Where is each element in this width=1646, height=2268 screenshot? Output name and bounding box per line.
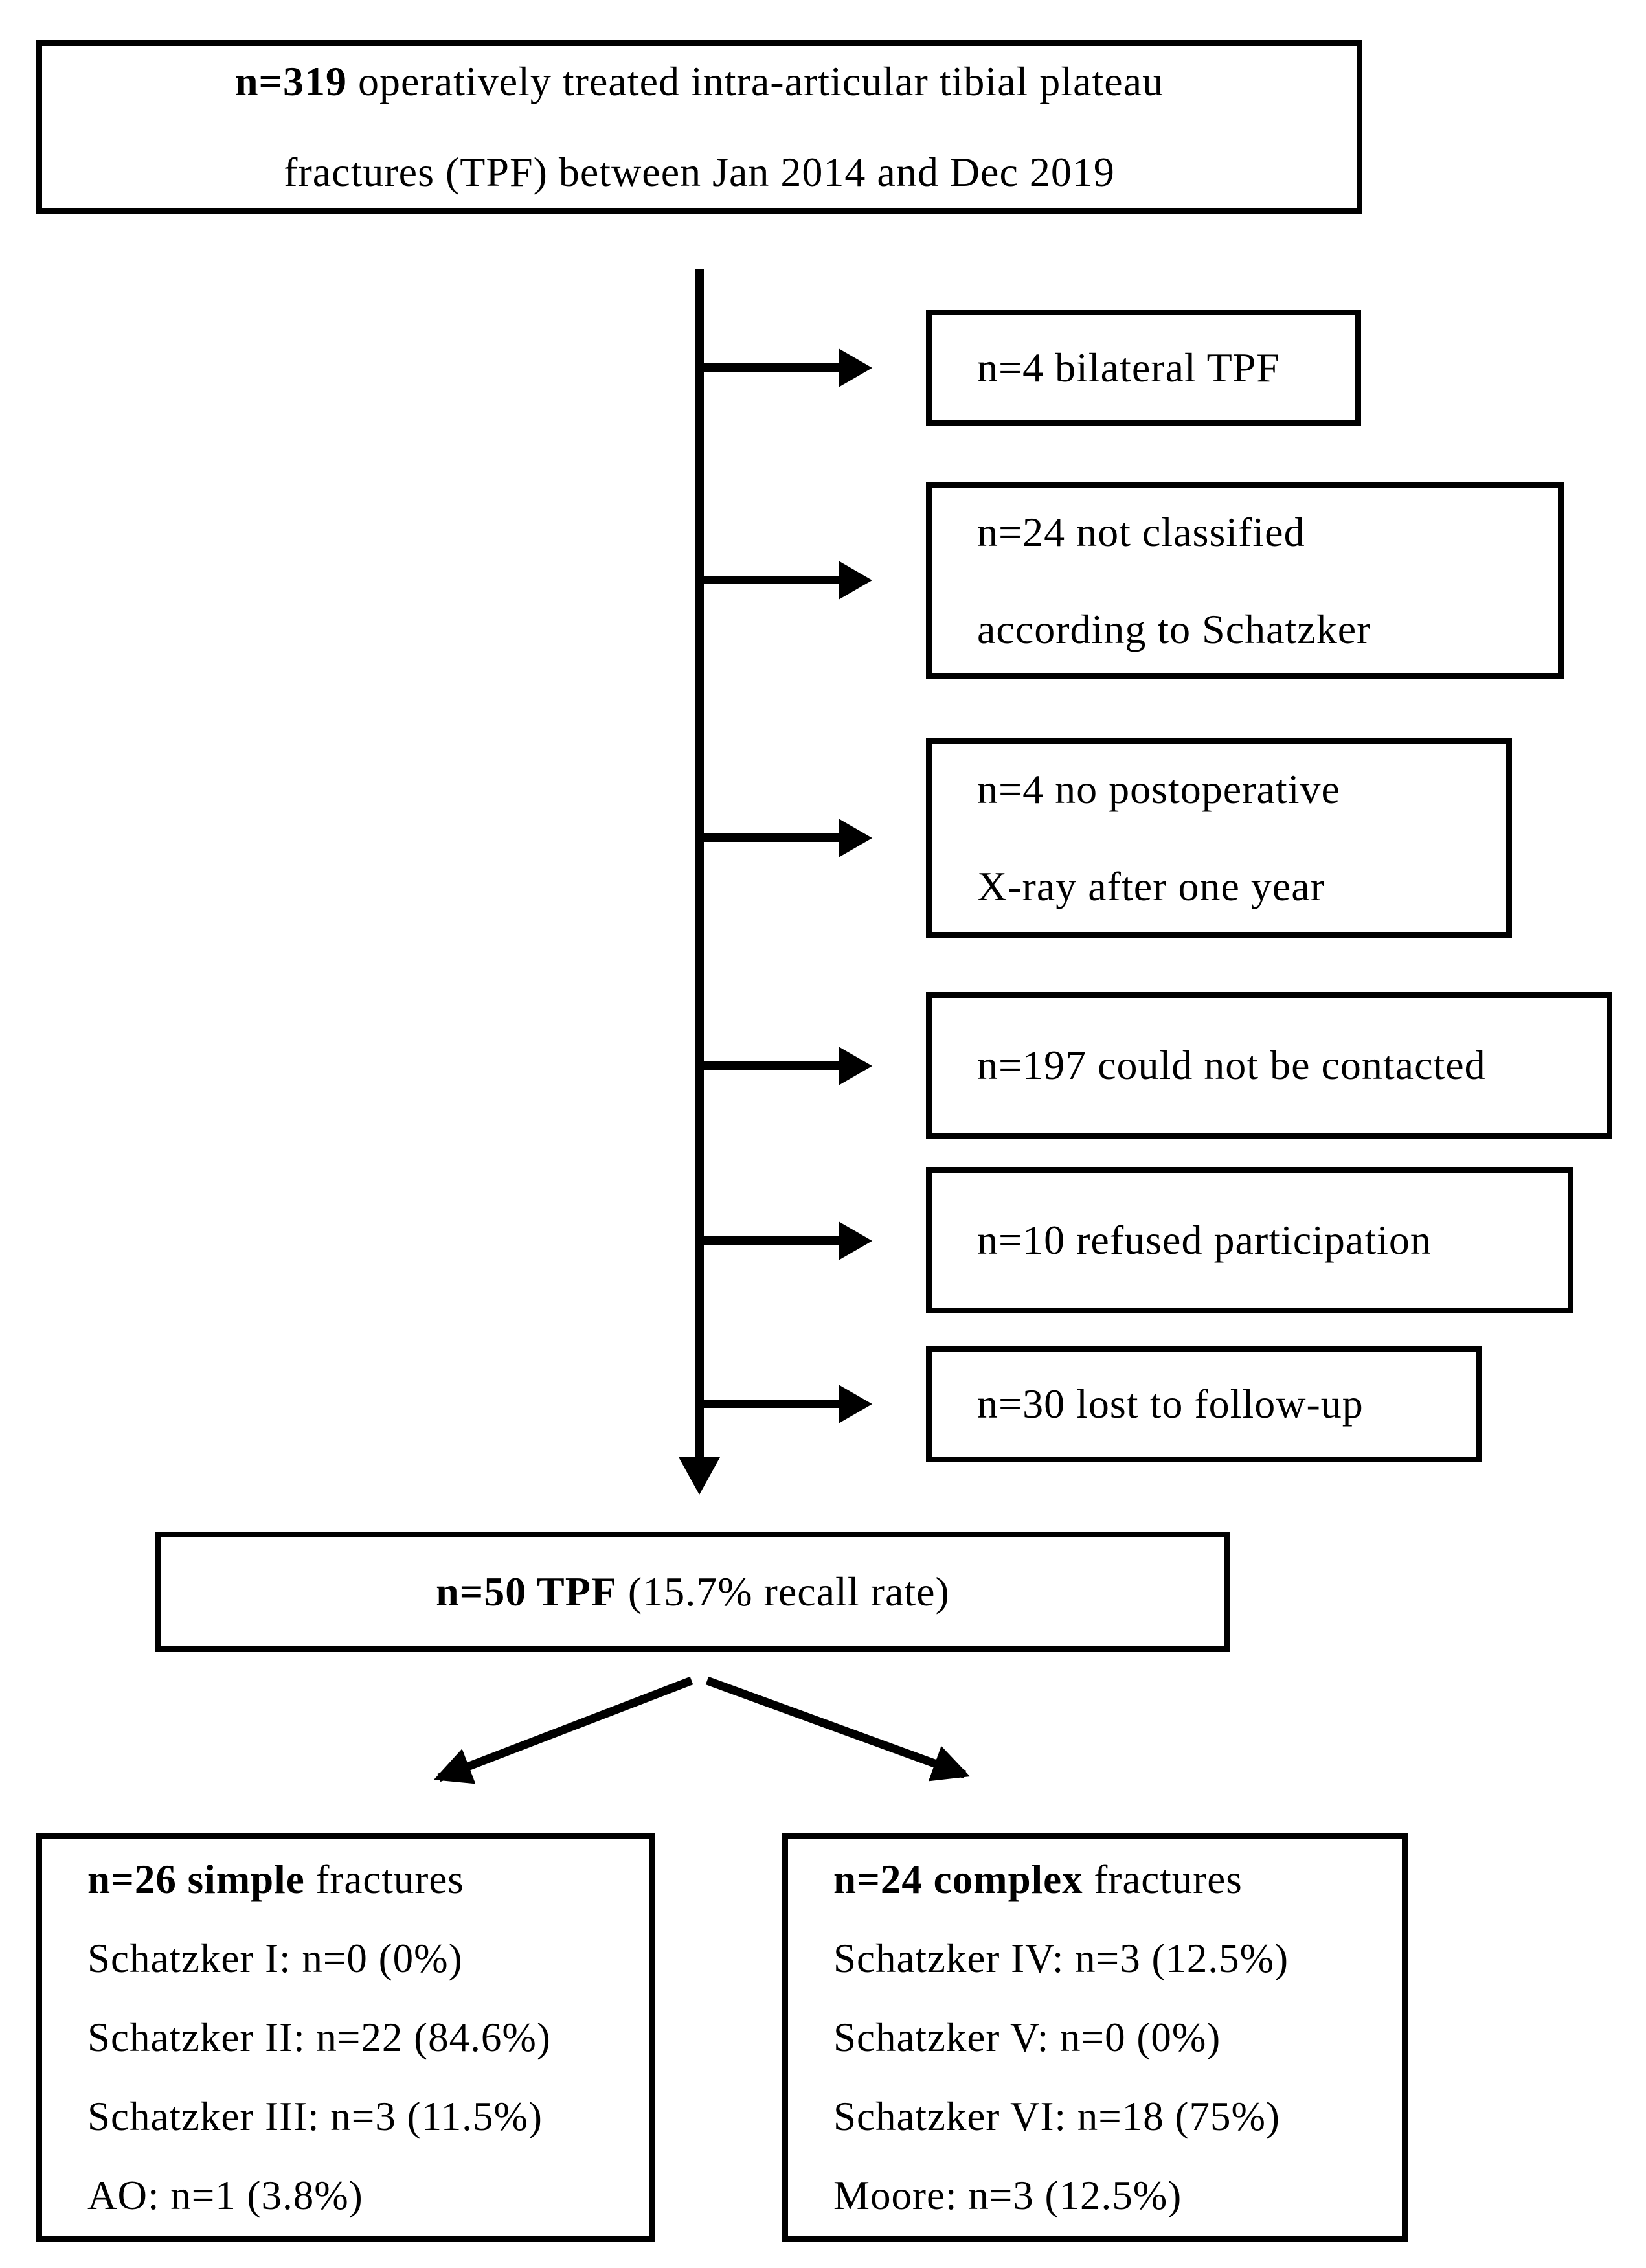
complex-item: Schatzker VI: n=18 (75%) (833, 2094, 1280, 2139)
branch-line-3 (699, 833, 839, 842)
title-line1-text: operatively treated intra-articular tibi… (347, 58, 1164, 104)
right-arrowhead-icon-2 (839, 561, 872, 600)
branch-line-4 (699, 1061, 839, 1070)
right-arrowhead-icon-5 (839, 1221, 872, 1260)
complex-item: Moore: n=3 (12.5%) (833, 2173, 1182, 2218)
complex-heading: n=24 complex fractures (833, 1840, 1389, 1919)
branch-line-6 (699, 1400, 839, 1408)
recall-rate-text: (15.7% recall rate) (616, 1569, 950, 1615)
exclusion-box-refused: n=10 refused participation (926, 1167, 1573, 1313)
complex-item: Schatzker IV: n=3 (12.5%) (833, 1936, 1289, 1981)
title-line-2: fractures (TPF) between Jan 2014 and Dec… (284, 149, 1115, 195)
complex-heading-rest: fractures (1083, 1857, 1243, 1902)
simple-item: Schatzker III: n=3 (11.5%) (87, 2094, 543, 2139)
recall-n-value: n=50 TPF (436, 1569, 617, 1615)
down-arrowhead-icon (679, 1457, 720, 1495)
simple-fractures-box: n=26 simple fractures Schatzker I: n=0 (… (36, 1833, 655, 2242)
fork-arrow-right (705, 1676, 971, 1782)
simple-item: AO: n=1 (3.8%) (87, 2173, 363, 2218)
complex-item: Schatzker V: n=0 (0%) (833, 2015, 1221, 2060)
simple-heading: n=26 simple fractures (87, 1840, 636, 1919)
branch-line-2 (699, 576, 839, 584)
right-arrowhead-icon-3 (839, 819, 872, 857)
title-box: n=319 operatively treated intra-articula… (36, 40, 1362, 214)
exclusion-box-not-classified: n=24 not classified according to Schatzk… (926, 482, 1564, 679)
right-arrowhead-icon-6 (839, 1385, 872, 1423)
exclusion-text: n=4 no postoperative (977, 766, 1340, 812)
complex-heading-n: n=24 complex (833, 1857, 1083, 1902)
title-n-value: n=319 (234, 58, 347, 104)
exclusion-text: according to Schatzker (977, 606, 1371, 652)
exclusion-text: n=30 lost to follow-up (977, 1381, 1364, 1427)
right-arrowhead-icon-4 (839, 1047, 872, 1085)
exclusion-box-bilateral: n=4 bilateral TPF (926, 310, 1361, 426)
exclusion-box-not-contacted: n=197 could not be contacted (926, 992, 1612, 1139)
exclusion-box-lost-followup: n=30 lost to follow-up (926, 1346, 1482, 1462)
main-stem-line (695, 269, 704, 1460)
exclusion-text: n=24 not classified (977, 508, 1305, 555)
complex-fractures-box: n=24 complex fractures Schatzker IV: n=3… (782, 1833, 1408, 2242)
exclusion-text: n=10 refused participation (977, 1217, 1432, 1263)
fork-arrows (433, 1676, 971, 1784)
fork-arrow-left (433, 1676, 693, 1784)
simple-item: Schatzker II: n=22 (84.6%) (87, 2015, 551, 2060)
recall-line: n=50 TPF (15.7% recall rate) (161, 1547, 1224, 1637)
exclusion-text: X-ray after one year (977, 863, 1325, 909)
exclusion-box-no-xray: n=4 no postoperative X-ray after one yea… (926, 738, 1512, 938)
right-arrowhead-icon-1 (839, 348, 872, 387)
exclusion-text: n=197 could not be contacted (977, 1042, 1486, 1088)
branch-line-5 (699, 1236, 839, 1245)
title-line-1: n=319 operatively treated intra-articula… (42, 36, 1357, 127)
simple-item: Schatzker I: n=0 (0%) (87, 1936, 463, 1981)
recall-box: n=50 TPF (15.7% recall rate) (155, 1532, 1230, 1652)
simple-heading-n: n=26 simple (87, 1857, 305, 1902)
branch-line-1 (699, 363, 839, 372)
exclusion-text: n=4 bilateral TPF (977, 345, 1280, 391)
simple-heading-rest: fractures (304, 1857, 464, 1902)
